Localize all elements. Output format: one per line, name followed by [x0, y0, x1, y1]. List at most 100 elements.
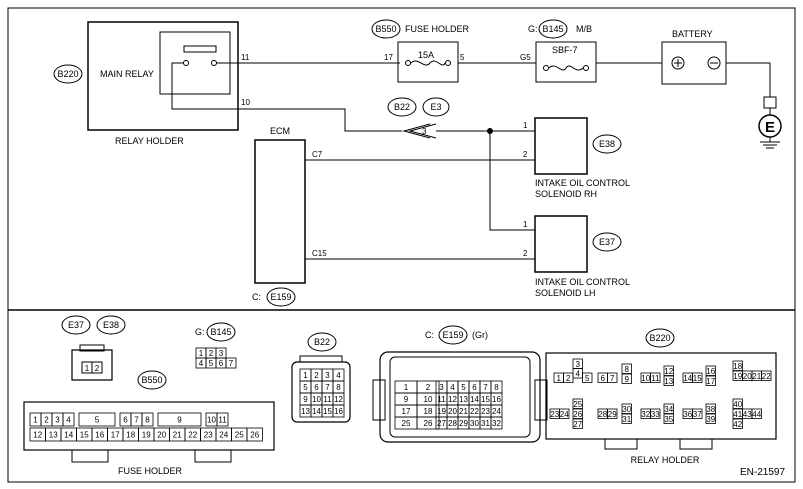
fuse-rating: 15A — [418, 50, 434, 60]
b220-pin-19: 19 — [733, 372, 742, 381]
b22-pin-14: 14 — [312, 407, 321, 416]
e159-pin-14: 14 — [470, 395, 479, 404]
e159-pin-22: 22 — [470, 407, 479, 416]
connector-e37-e38: E37 E38 1 2 — [61, 315, 126, 381]
rh-pin-1: 1 — [523, 121, 528, 130]
b550-pin-15: 15 — [80, 431, 89, 440]
e159-pin-5: 5 — [461, 383, 466, 392]
b220-pin-41: 41 — [733, 410, 742, 419]
mb-label: M/B — [576, 24, 592, 34]
e159-pin-3: 3 — [439, 383, 444, 392]
b550-pin-20: 20 — [157, 431, 166, 440]
b220-pin-37-cell — [692, 408, 703, 419]
b220-pin-13: 13 — [664, 377, 673, 386]
junction-pin: 3 — [422, 127, 427, 136]
b550-pin-10: 10 — [207, 416, 216, 425]
e37-callout-label: E37 — [599, 237, 615, 247]
b220-pin-24-cell — [559, 408, 570, 419]
sbf-box — [535, 41, 597, 83]
e159-pin-21: 21 — [459, 407, 468, 416]
wire-battery-ground — [726, 62, 771, 97]
fuse-holder-label: FUSE HOLDER — [405, 24, 470, 34]
b22-pin-4: 4 — [336, 371, 341, 380]
b220-pin-2: 2 — [566, 374, 571, 383]
fuse-pin-5: 5 — [460, 53, 465, 62]
e38-callout-label: E38 — [599, 139, 615, 149]
fuse-element-icon — [410, 60, 446, 66]
e159-pin-18: 18 — [424, 407, 433, 416]
e159-callout-label: E159 — [270, 292, 291, 302]
b220-pin-44: 44 — [752, 410, 761, 419]
b220-pin-36: 36 — [683, 410, 692, 419]
b220-pin-11-cell — [650, 372, 661, 383]
e159-conn-prefix: C: — [425, 330, 434, 340]
junction-b22-e3: B22 E3 3 — [387, 97, 450, 139]
fuse-terminal-right — [445, 60, 451, 66]
e159-pin-1: 1 — [404, 383, 409, 392]
b220-pin-8: 8 — [625, 365, 630, 374]
relay-pin-10: 10 — [241, 98, 250, 107]
b220-pin-17-cell — [705, 375, 716, 386]
b550-pin-2: 2 — [44, 416, 49, 425]
relay-contact-right — [211, 60, 217, 66]
b550-pin-19: 19 — [142, 431, 151, 440]
e159-pin-16: 16 — [492, 395, 501, 404]
relay-holder: RELAY HOLDER MAIN RELAY — [87, 21, 239, 146]
b220-pin-24: 24 — [560, 410, 569, 419]
e159-pin-15: 15 — [481, 395, 490, 404]
b145-pin-6: 6 — [219, 359, 224, 368]
e38-conn-label: E38 — [103, 320, 119, 330]
sbf-element-icon — [548, 65, 584, 71]
lh-pin-2: 2 — [523, 249, 528, 258]
b220-pin-5: 5 — [585, 374, 590, 383]
b220-pin-1: 1 — [557, 374, 562, 383]
b550-pin-5-cell — [78, 412, 116, 427]
solenoid-lh-line2: SOLENOID LH — [535, 288, 596, 298]
b550-pin-23: 23 — [204, 431, 213, 440]
e37-conn-label: E37 — [68, 320, 84, 330]
b550-pin-22: 22 — [188, 431, 197, 440]
b550-pin-9: 9 — [177, 416, 182, 425]
b145-pin-1: 1 — [199, 349, 204, 358]
ecm-label: ECM — [270, 126, 290, 136]
b220-pin-23: 23 — [550, 410, 559, 419]
e159-pin-26-cell — [416, 416, 440, 430]
battery: BATTERY E — [661, 29, 782, 149]
b22-conn-label: B22 — [314, 337, 330, 347]
e159-pin-26: 26 — [424, 419, 433, 428]
b550-pin-8-cell — [141, 412, 154, 427]
b550-pin-3: 3 — [55, 416, 60, 425]
b145-pin-7: 7 — [229, 359, 234, 368]
b550-pin-17: 17 — [111, 431, 120, 440]
e37-pin-2: 2 — [95, 364, 100, 373]
e159-pin-19: 19 — [437, 407, 446, 416]
b550-pin-14: 14 — [64, 431, 73, 440]
b220-pin-35: 35 — [664, 415, 673, 424]
b220-pin-13-cell — [663, 375, 674, 386]
b220-pin-33-cell — [650, 408, 661, 419]
relay-contact-left — [183, 60, 189, 66]
e159-pin-25: 25 — [402, 419, 411, 428]
relay-pin-11: 11 — [241, 53, 250, 62]
b22-pin-6: 6 — [314, 383, 319, 392]
e159-pin-31: 31 — [481, 419, 490, 428]
e159-pin-27: 27 — [437, 419, 446, 428]
e159-pin-30: 30 — [470, 419, 479, 428]
b220-pin-9: 9 — [625, 375, 630, 384]
b22-pin-2: 2 — [314, 371, 319, 380]
b550-pin-7: 7 — [134, 416, 139, 425]
b220-pin-31-cell — [621, 413, 632, 424]
b220-pin-27-cell — [572, 418, 583, 429]
b22-pin-16: 16 — [334, 407, 343, 416]
b145-callout-label: B145 — [542, 24, 563, 34]
ecm: ECM C: E159 C7 C15 — [252, 126, 327, 307]
b220-pin-37: 37 — [693, 410, 702, 419]
b220-pin-38: 38 — [706, 405, 715, 414]
b220-pin-11: 11 — [651, 374, 660, 383]
mb-prefix: G: — [528, 24, 538, 34]
b145-pin-5: 5 — [209, 359, 214, 368]
